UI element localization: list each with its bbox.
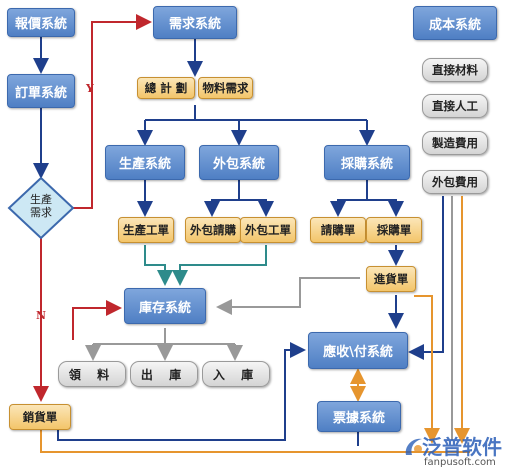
purchase-order-box: 採購單: [366, 217, 422, 243]
watermark-logo: 泛普软件 fanpusoft.com: [402, 431, 504, 471]
invoice-system-box: 票據系統: [317, 401, 401, 432]
decision-label: 生產 需求: [21, 193, 61, 219]
outsource-order-box: 外包工單: [240, 217, 296, 243]
watermark-brand: 泛普软件: [422, 435, 502, 459]
inventory-system-box: 庫存系統: [124, 288, 206, 324]
inventory-op-in: 入 庫: [202, 361, 270, 387]
demand-system-box: 需求系統: [153, 6, 237, 39]
order-system-box: 訂單系統: [7, 74, 75, 108]
sales-doc-box: 銷貨單: [9, 404, 71, 430]
watermark-swirl-icon: [405, 438, 422, 455]
master-plan-box: 總 計 劃: [137, 77, 195, 99]
inventory-op-out: 出 庫: [130, 361, 198, 387]
cost-item-manufacturing-overhead: 製造費用: [422, 131, 488, 155]
cost-item-direct-material: 直接材料: [422, 58, 488, 82]
material-requirement-box: 物料需求: [198, 77, 253, 99]
ar-ap-system-box: 應收\付系統: [308, 332, 408, 369]
outsource-request-box: 外包請購: [185, 217, 241, 243]
outsource-system-box: 外包系統: [199, 145, 279, 180]
decision-line1: 生產: [30, 193, 52, 206]
no-label: N: [36, 309, 47, 322]
yes-label: Y: [86, 82, 94, 95]
cost-item-outsourcing-cost: 外包費用: [422, 170, 488, 194]
receipt-box: 進貨單: [366, 266, 416, 292]
quote-system-box: 報價系統: [7, 8, 75, 37]
production-system-box: 生產系統: [105, 145, 185, 180]
requisition-box: 請購單: [310, 217, 366, 243]
decision-line2: 需求: [30, 206, 52, 219]
purchase-system-box: 採購系統: [324, 145, 410, 180]
cost-item-direct-labor: 直接人工: [422, 94, 488, 118]
work-order-box: 生產工單: [118, 217, 174, 243]
inventory-op-pick: 領 料: [58, 361, 126, 387]
cost-system-box: 成本系統: [413, 6, 497, 40]
watermark-url: fanpusoft.com: [424, 457, 496, 468]
